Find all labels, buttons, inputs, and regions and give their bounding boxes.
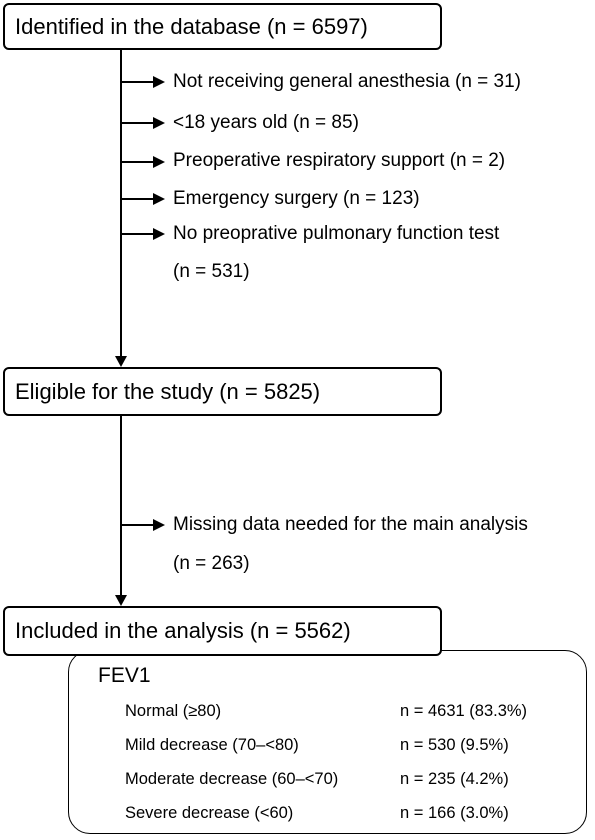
arrow-right-icon [153,76,165,88]
included-box: Included in the analysis (n = 5562) [3,606,442,656]
eligible-box: Eligible for the study (n = 5825) [3,367,442,416]
exclusion-arrow-line [121,81,155,83]
arrow-right-icon [153,117,165,129]
arrow-down-icon [115,356,127,367]
included-text: Included in the analysis (n = 5562) [15,618,351,643]
connector-line-2 [120,416,122,596]
arrow-right-icon [153,228,165,240]
exclusion-item: Not receiving general anesthesia (n = 31… [173,71,522,92]
arrow-right-icon [153,156,165,168]
exclusion-item: Missing data needed for the main analysi… [173,514,528,535]
exclusion-item: <18 years old (n = 85) [173,112,359,133]
exclusion-item: Emergency surgery (n = 123) [173,188,420,209]
fev1-row-value: n = 166 (3.0%) [400,804,509,822]
arrow-down-icon [115,595,127,606]
fev1-row-value: n = 4631 (83.3%) [400,702,528,720]
exclusion-item: Preoperative respiratory support (n = 2) [173,150,506,171]
exclusion-arrow-line [121,524,155,526]
arrow-right-icon [153,193,165,205]
fev1-row-value: n = 530 (9.5%) [400,736,509,754]
fev1-row-label: Normal (≥80) [125,702,222,720]
fev1-row-label: Mild decrease (70–<80) [125,736,299,754]
exclusion-arrow-line [121,122,155,124]
fev1-row-label: Severe decrease (<60) [125,804,294,822]
exclusion-arrow-line [121,198,155,200]
identified-box: Identified in the database (n = 6597) [3,3,442,50]
identified-text: Identified in the database (n = 6597) [15,13,368,39]
exclusion-item-continued: (n = 263) [173,553,250,574]
exclusion-item-continued: (n = 531) [173,261,250,282]
fev1-row-value: n = 235 (4.2%) [400,770,509,788]
fev1-box [68,650,587,834]
exclusion-arrow-line [121,233,155,235]
fev1-row-label: Moderate decrease (60–<70) [125,770,339,788]
fev1-title: FEV1 [98,664,151,687]
connector-line-1 [120,50,122,356]
eligible-text: Eligible for the study (n = 5825) [15,378,321,404]
exclusion-arrow-line [121,161,155,163]
exclusion-item: No preoprative pulmonary function test [173,223,500,244]
arrow-right-icon [153,519,165,531]
